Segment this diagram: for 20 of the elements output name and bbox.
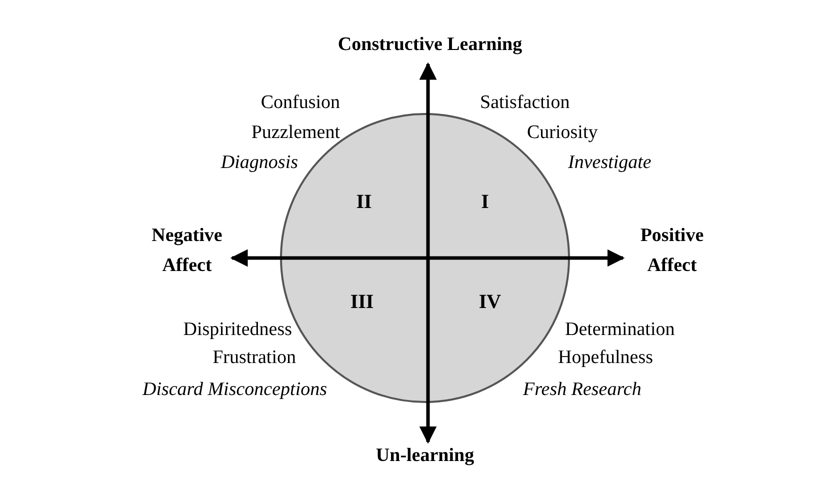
emotion-label: Frustration	[212, 346, 296, 370]
emotion-label: Hopefulness	[558, 346, 653, 370]
emotion-label: Curiosity	[527, 121, 598, 145]
emotion-label: Confusion	[260, 91, 340, 115]
axis-label: Positive Affect	[639, 224, 705, 278]
quadrant-numeral: IV	[478, 292, 502, 312]
axis-label: Un-learning	[376, 444, 474, 468]
emotion-label: Dispiritedness	[183, 318, 292, 342]
axis-label: Negative Affect	[150, 224, 224, 278]
quadrant-numeral: I	[481, 192, 489, 212]
quadrant-numeral: III	[350, 292, 374, 312]
emotion-label: Puzzlement	[251, 121, 340, 145]
strategy-label: Diagnosis	[220, 151, 298, 175]
axis-label: Constructive Learning	[338, 33, 522, 57]
emotion-label: Satisfaction	[480, 91, 570, 115]
strategy-label: Discard Misconceptions	[142, 378, 327, 402]
strategy-label: Investigate	[568, 151, 652, 175]
strategy-label: Fresh Research	[523, 378, 642, 402]
emotion-label: Determination	[565, 318, 675, 342]
quadrant-numeral: II	[356, 192, 372, 212]
